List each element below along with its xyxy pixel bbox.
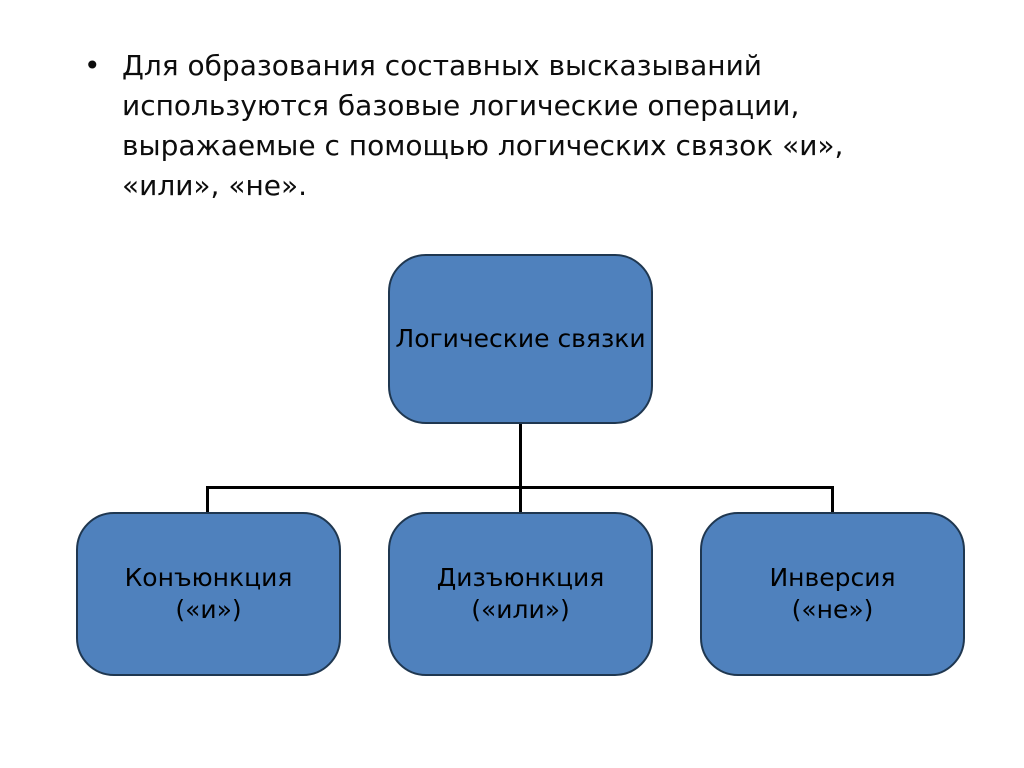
diagram-box-sublabel: («не»): [791, 595, 874, 624]
connector-drop-right: [831, 486, 834, 513]
diagram-box-inversion: Инверсия («не»): [700, 512, 965, 676]
connector-drop-left: [206, 486, 209, 513]
diagram-box-conjunction: Конъюнкция («и»): [76, 512, 341, 676]
bullet-line: Для образования составных высказываний: [122, 49, 762, 82]
bullet-marker: •: [84, 49, 101, 82]
diagram-box-sublabel: («и»): [175, 595, 242, 624]
diagram-box-label: Дизъюнкция: [436, 563, 605, 592]
connector-root-stem: [519, 424, 522, 487]
diagram-box-sublabel: («или»): [471, 595, 570, 624]
diagram-box-label: Конъюнкция: [124, 563, 293, 592]
diagram-box-disjunction: Дизъюнкция («или»): [388, 512, 653, 676]
diagram-box-label: Инверсия: [769, 563, 896, 592]
connector-drop-middle: [519, 486, 522, 513]
bullet-line: используются базовые логические операции…: [122, 89, 800, 122]
bullet-paragraph: Для образования составных высказываний и…: [122, 46, 843, 206]
diagram-box-label: Логические связки: [395, 324, 646, 353]
bullet-line: выражаемые с помощью логических связок «…: [122, 129, 844, 162]
diagram-box-root: Логические связки: [388, 254, 653, 424]
bullet-line: «или», «не».: [122, 169, 308, 202]
